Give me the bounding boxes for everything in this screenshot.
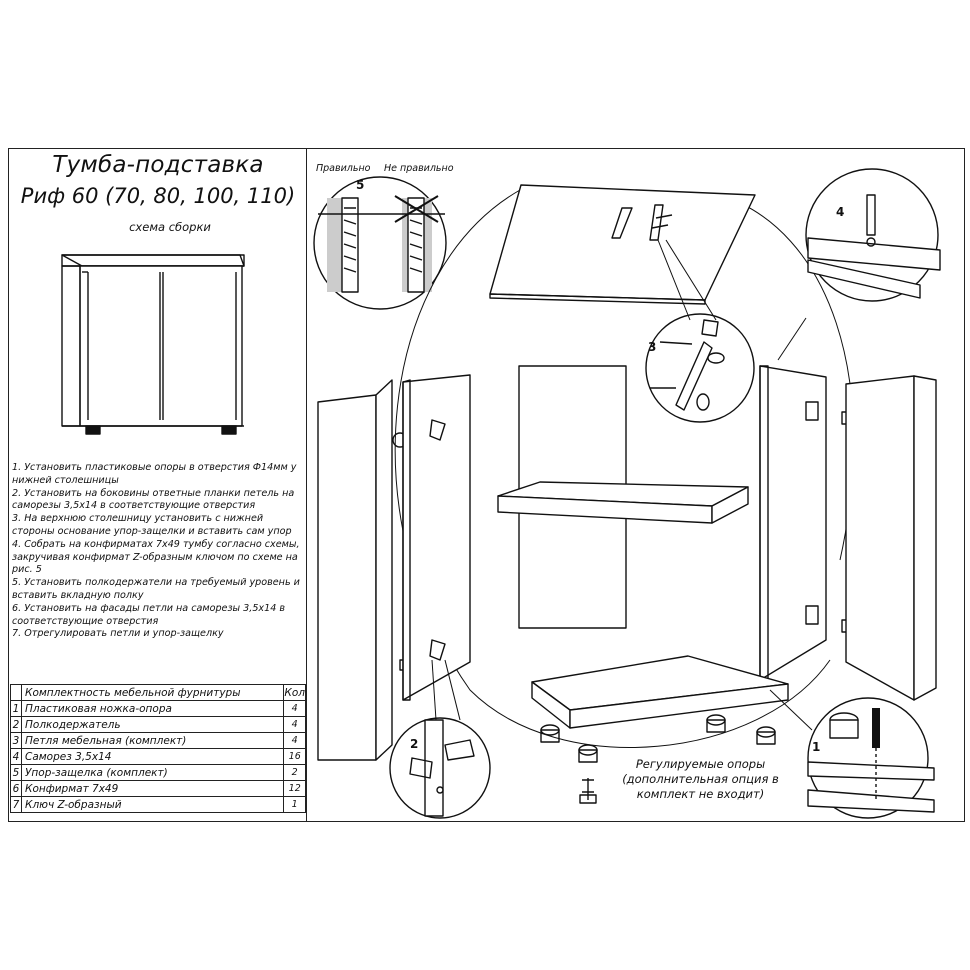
instruction-step: 5. Установить полкодержатели на требуемы… [12,577,300,601]
detail-circle-2 [389,717,491,819]
callout-2: 2 [410,737,419,751]
callout-1: 1 [812,740,821,754]
page-subtitle: схема сборки [129,220,211,234]
detail-circle-4 [805,168,941,302]
right-door [845,375,937,701]
optional-supports-note: Регулируемые опоры (дополнительная опция… [622,757,779,801]
instruction-step: 2. Установить на боковины ответные планк… [12,487,295,512]
page-title: Тумба-подставка [52,152,264,178]
table-row: 3 Петля мебельная (комплект) 4 [10,732,306,749]
shelf [497,481,749,524]
drawing-frame [8,148,965,822]
table-row: 6 Конфирмат 7х49 12 [10,780,306,797]
instruction-step: 6. Установить на фасады петли на саморез… [12,602,286,627]
leader-lines [431,239,813,731]
instruction-step: 3. На верхнюю столешницу установить с ни… [12,513,292,537]
bottom-panel [531,655,789,804]
instruction-step: 7. Отрегулировать петли и упор-защелку [12,628,224,640]
panel-divider [306,148,307,822]
table-row: 5 Упор-защелка (комплект) 2 [10,764,306,781]
cabinet-preview [61,254,245,435]
callout-5: 5 [356,178,365,192]
label-incorrect: Не правильно [384,163,454,174]
label-correct: Правильно [316,163,371,174]
table-header: Комплектность мебельной фурнитуры [20,684,285,701]
instruction-step: 1. Установить пластиковые опоры в отверс… [12,462,297,486]
table-row: 2 Полкодержатель 4 [10,716,306,733]
detail-circle-5 [313,176,447,310]
table-row: 7 Ключ Z-образный 1 [10,796,306,813]
instruction-step: 4. Собрать на конфирматах 7х49 тумбу сог… [12,538,300,576]
detail-circle-1 [807,697,935,819]
table-header-row: Комплектность мебельной фурнитуры Кол [10,684,306,701]
hardware-kit-table: Комплектность мебельной фурнитуры Кол 1 … [10,684,306,813]
detail-circle-3 [645,313,755,423]
callout-3: 3 [648,340,657,354]
assembly-instructions: 1. Установить пластиковые опоры в отверс… [12,462,304,641]
left-side-panel [402,374,471,701]
qty-header: Кол [283,684,306,701]
model-title: Риф 60 (70, 80, 100, 110) [20,184,296,208]
top-panel [489,184,756,305]
table-row: 4 Саморез 3,5х14 16 [10,748,306,765]
callout-4: 4 [836,205,845,219]
